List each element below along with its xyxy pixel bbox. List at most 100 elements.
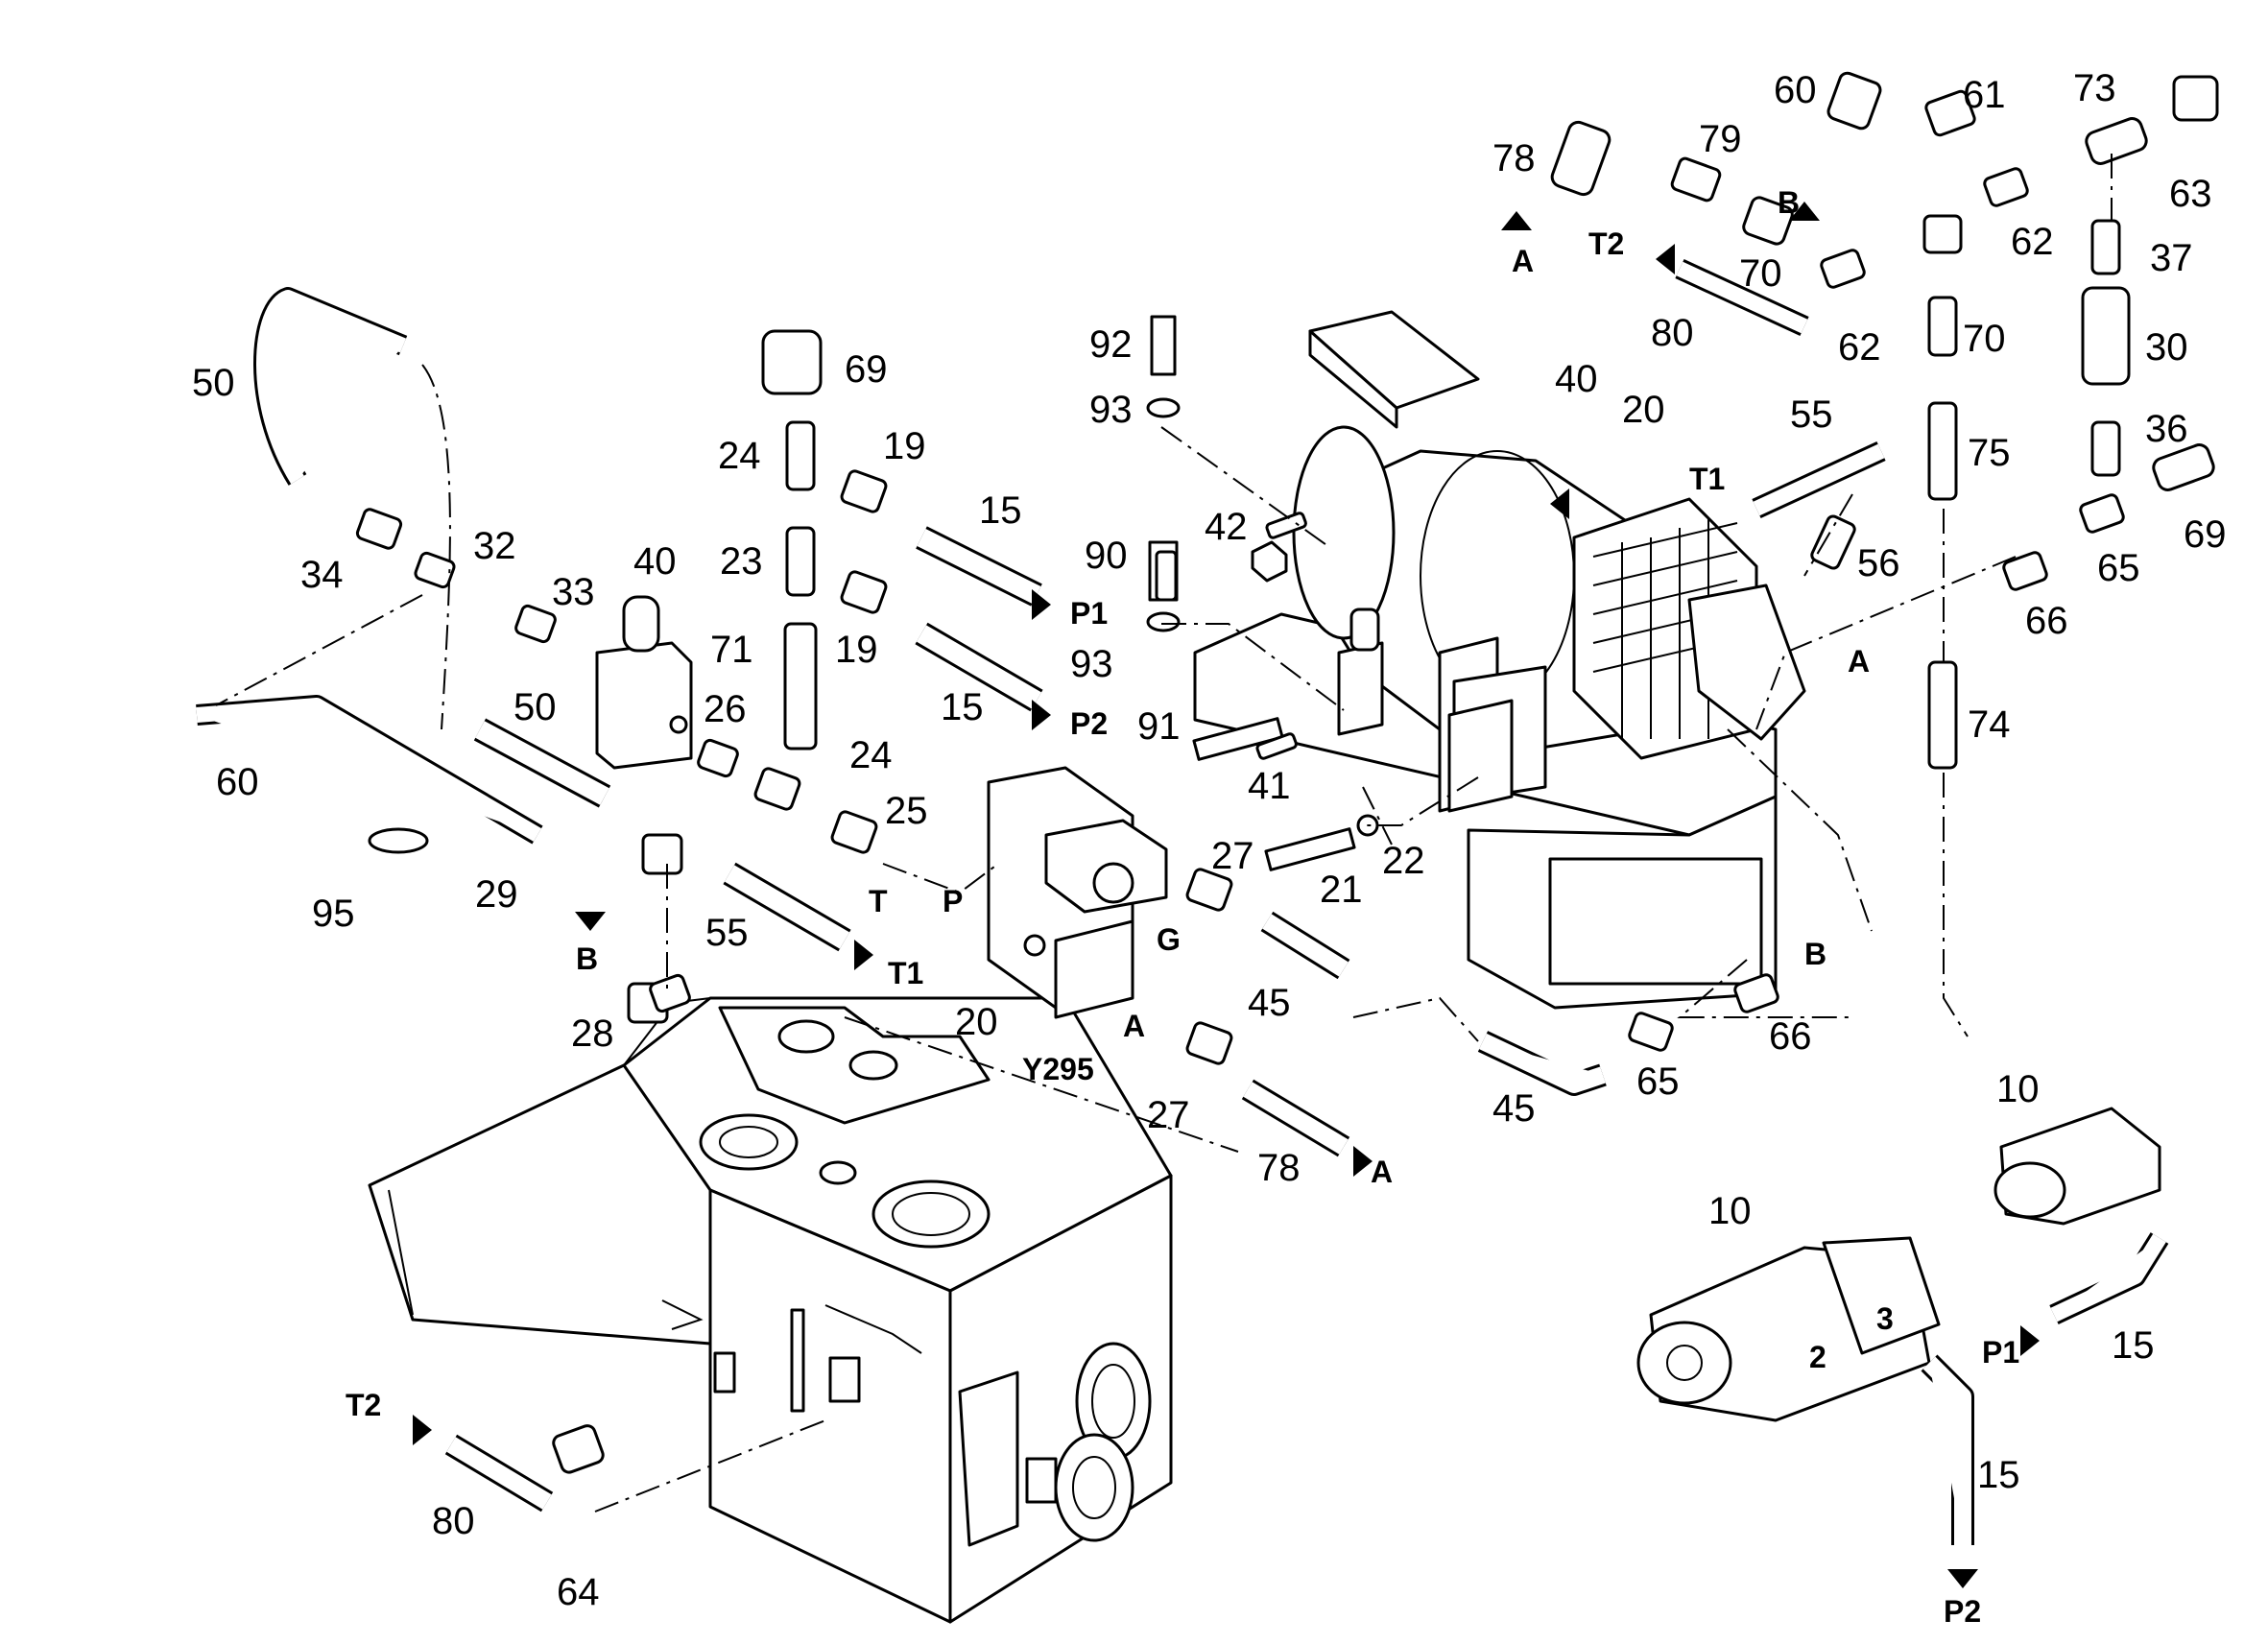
port-label-p: P xyxy=(943,884,963,918)
label-part-22: 22 xyxy=(1382,840,1425,882)
valve-block-motor xyxy=(1337,608,1514,813)
label-part-30: 30 xyxy=(2145,326,2188,369)
label-part-45: 45 xyxy=(1492,1087,1536,1130)
hoses xyxy=(196,259,2169,1545)
leader-lines xyxy=(215,154,2113,1513)
label-part-15: 15 xyxy=(2112,1324,2155,1367)
label-part-25: 25 xyxy=(885,790,928,832)
label-part-28: 28 xyxy=(571,1013,614,1055)
label-part-61: 61 xyxy=(1963,74,2006,116)
port-label-a: A xyxy=(1371,1155,1393,1189)
label-part-24: 24 xyxy=(718,435,761,477)
port-label-g: G xyxy=(1157,922,1181,957)
flow-arrows xyxy=(413,202,2040,1588)
label-part-74: 74 xyxy=(1968,703,2011,746)
label-part-90: 90 xyxy=(1085,535,1128,577)
label-part-79: 79 xyxy=(1699,118,1742,160)
port-label-b: B xyxy=(1778,185,1800,220)
label-part-73: 73 xyxy=(2073,67,2116,109)
label-part-36: 36 xyxy=(2145,408,2188,450)
label-part-70: 70 xyxy=(1739,252,1782,295)
port-label-p1: P1 xyxy=(1070,596,1108,631)
gear-pump-10 xyxy=(1636,1107,2161,1422)
label-part-40: 40 xyxy=(1555,358,1598,400)
label-part-69: 69 xyxy=(845,348,888,391)
label-part-10: 10 xyxy=(1996,1068,2040,1110)
label-part-19: 19 xyxy=(883,425,926,467)
label-part-15: 15 xyxy=(941,686,984,728)
port-label-t2: T2 xyxy=(1588,226,1624,261)
label-part-34: 34 xyxy=(300,554,344,596)
port-label-b: B xyxy=(1804,937,1826,971)
label-part-66: 66 xyxy=(2025,600,2068,642)
port-label-a: A xyxy=(1123,1009,1145,1043)
label-part-93: 93 xyxy=(1089,389,1133,431)
label-part-91: 91 xyxy=(1137,705,1181,748)
label-part-60: 60 xyxy=(216,761,259,803)
label-part-78: 78 xyxy=(1492,137,1536,179)
label-part-42: 42 xyxy=(1205,506,1248,548)
hydraulic-tank xyxy=(368,996,1173,1624)
directional-valve-y295 xyxy=(987,766,1168,1019)
label-part-93: 93 xyxy=(1070,643,1113,685)
label-part-41: 41 xyxy=(1248,765,1291,807)
pump-section-3: 3 xyxy=(1876,1301,1894,1336)
port-label-t1: T1 xyxy=(1689,462,1725,496)
label-part-19: 19 xyxy=(835,629,878,671)
label-part-80: 80 xyxy=(432,1500,475,1542)
label-part-37: 37 xyxy=(2150,237,2193,279)
label-part-63: 63 xyxy=(2169,173,2212,215)
port-label-p2: P2 xyxy=(1944,1594,1981,1629)
label-part-50: 50 xyxy=(192,362,235,404)
label-part-32: 32 xyxy=(473,525,516,567)
label-part-23: 23 xyxy=(720,540,763,583)
motor-pump-unit xyxy=(1193,310,1806,1010)
label-part-64: 64 xyxy=(557,1571,600,1613)
label-part-20: 20 xyxy=(1622,389,1665,431)
relief-valve-block-40 xyxy=(595,595,693,770)
label-part-66: 66 xyxy=(1769,1015,1812,1058)
label-part-27: 27 xyxy=(1211,835,1254,877)
label-part-26: 26 xyxy=(704,688,747,730)
port-label-b: B xyxy=(576,941,598,976)
label-part-50: 50 xyxy=(513,686,557,728)
valve-code-label: Y295 xyxy=(1022,1052,1094,1086)
label-part-80: 80 xyxy=(1651,312,1694,354)
label-part-92: 92 xyxy=(1089,323,1133,366)
port-label-t1: T1 xyxy=(888,956,923,990)
label-part-15: 15 xyxy=(979,489,1022,532)
port-label-a: A xyxy=(1848,644,1870,679)
label-part-78: 78 xyxy=(1257,1147,1301,1189)
label-part-70: 70 xyxy=(1963,318,2006,360)
port-label-a: A xyxy=(1512,244,1534,278)
fittings xyxy=(355,71,2219,1474)
label-part-71: 71 xyxy=(710,629,753,671)
label-part-62: 62 xyxy=(2011,221,2054,263)
label-part-21: 21 xyxy=(1320,869,1363,911)
label-part-56: 56 xyxy=(1857,542,1900,584)
label-part-27: 27 xyxy=(1147,1094,1190,1136)
part-labels: 10 10 15 15 15 15 19 19 20 20 21 22 23 2… xyxy=(192,67,2227,1613)
label-part-15: 15 xyxy=(1977,1454,2020,1496)
label-part-69: 69 xyxy=(2184,513,2227,556)
label-part-65: 65 xyxy=(2097,547,2140,589)
label-part-95: 95 xyxy=(312,893,355,935)
label-part-55: 55 xyxy=(705,912,749,954)
label-part-65: 65 xyxy=(1636,1060,1680,1103)
port-label-t: T xyxy=(869,884,888,918)
label-part-75: 75 xyxy=(1968,432,2011,474)
label-part-20: 20 xyxy=(955,1001,998,1043)
label-part-24: 24 xyxy=(849,734,893,776)
port-labels: P1 P2 T1 T1 T2 T2 A A A A B B B P1 P2 T … xyxy=(346,185,2019,1629)
label-part-33: 33 xyxy=(552,571,595,613)
label-part-29: 29 xyxy=(475,873,518,916)
pump-section-2: 2 xyxy=(1809,1340,1826,1374)
label-part-10: 10 xyxy=(1708,1190,1752,1232)
label-part-55: 55 xyxy=(1790,393,1833,436)
port-label-p2: P2 xyxy=(1070,706,1108,741)
port-label-t2: T2 xyxy=(346,1388,381,1422)
label-part-40: 40 xyxy=(633,540,677,583)
label-part-45: 45 xyxy=(1248,982,1291,1024)
label-part-62: 62 xyxy=(1838,326,1881,369)
